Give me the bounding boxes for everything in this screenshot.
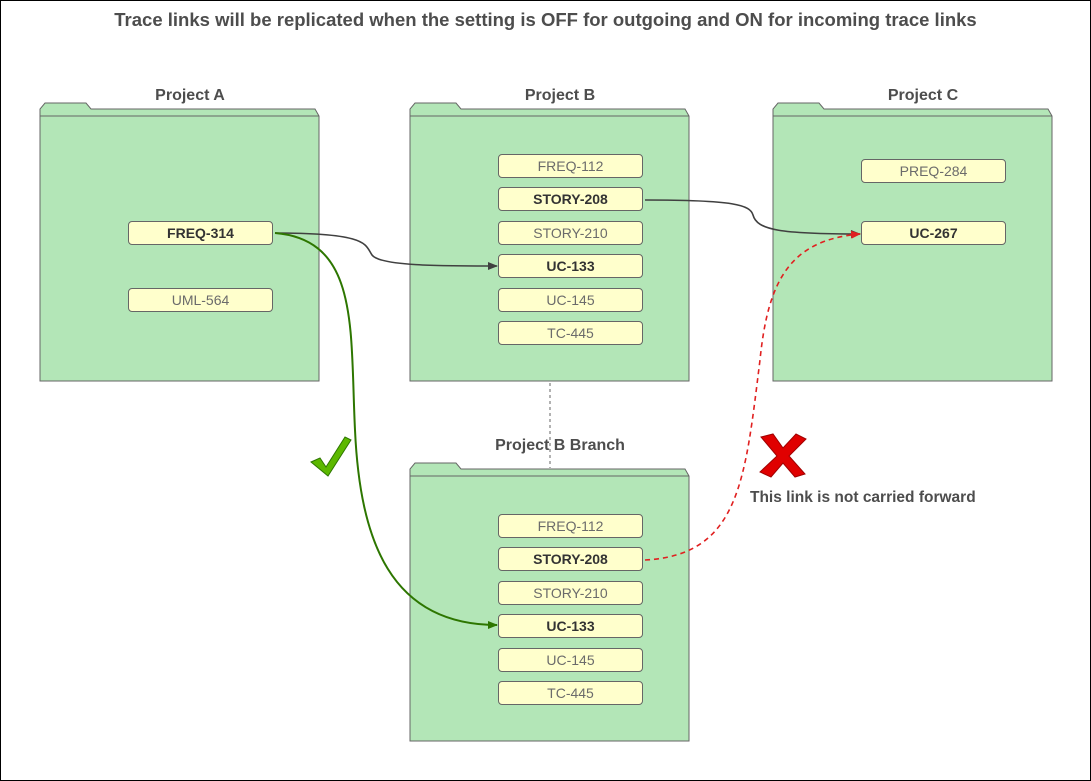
link-freq314-uc133 [274, 232, 498, 270]
not-carried-forward-note: This link is not carried forward [750, 489, 976, 506]
item-branch-story-210: STORY-210 [498, 581, 643, 605]
item-b-freq-112: FREQ-112 [498, 154, 643, 178]
item-branch-uc-133: UC-133 [498, 614, 643, 638]
item-uml-564: UML-564 [128, 288, 273, 312]
item-b-uc-133: UC-133 [498, 254, 643, 278]
cross-icon [759, 433, 807, 478]
item-b-tc-445: TC-445 [498, 321, 643, 345]
item-freq-314: FREQ-314 [128, 221, 273, 245]
item-c-uc-267: UC-267 [861, 221, 1006, 245]
project-b-label: Project B [524, 87, 596, 104]
item-branch-freq-112: FREQ-112 [498, 514, 643, 538]
item-branch-story-208: STORY-208 [498, 547, 643, 571]
project-b-branch-label: Project B Branch [495, 437, 625, 454]
item-b-story-208: STORY-208 [498, 187, 643, 211]
item-c-preq-284: PREQ-284 [861, 159, 1006, 183]
link-story208-uc267 [644, 199, 861, 238]
link-branch-story208-uc267 [644, 230, 861, 561]
item-b-uc-145: UC-145 [498, 288, 643, 312]
item-b-story-210: STORY-210 [498, 221, 643, 245]
project-a-label: Project A [155, 87, 225, 104]
item-branch-uc-145: UC-145 [498, 648, 643, 672]
item-branch-tc-445: TC-445 [498, 681, 643, 705]
link-freq314-branch-uc133 [274, 232, 498, 629]
diagram-title: Trace links will be replicated when the … [114, 9, 977, 30]
project-c-label: Project C [887, 87, 959, 104]
check-icon [310, 436, 352, 477]
